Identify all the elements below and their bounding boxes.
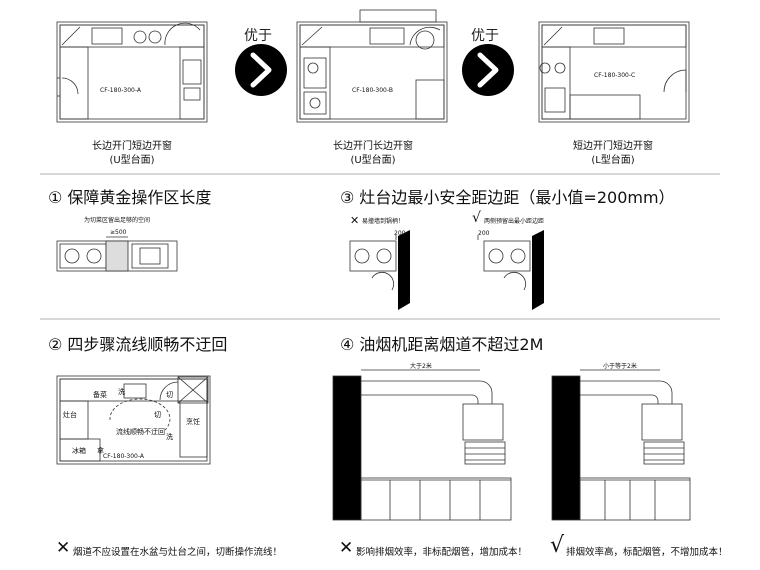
bad-mark-2: ✕ bbox=[339, 538, 354, 558]
better-arrow-1 bbox=[235, 44, 287, 96]
section-4-dim-left: 大于2米 bbox=[410, 363, 432, 370]
section-3-dim-good: 200 bbox=[478, 230, 490, 237]
better-arrow-2 bbox=[462, 44, 514, 96]
wf-label-wash-top: 洗 bbox=[118, 388, 125, 396]
section-3-title: ③ 灶台边最小安全距边距（最小值=200mm） bbox=[340, 188, 675, 207]
section-2-title: ② 四步骤流线顺畅不迂回 bbox=[48, 335, 228, 354]
stove-layout-bad bbox=[349, 235, 397, 291]
section-3-dim-bad: 200 bbox=[394, 230, 406, 237]
counter-layout-s1 bbox=[56, 236, 178, 272]
bottom-note-3: 排烟效率高，标配烟管，不增加成本！ bbox=[566, 547, 728, 558]
wf-label-fridge: 冰箱 bbox=[72, 447, 86, 455]
workflow-floor-plan bbox=[56, 375, 211, 465]
elevation-right bbox=[551, 369, 691, 521]
wf-label-cooking: 烹饪 bbox=[186, 418, 200, 426]
arrow-label-1: 优于 bbox=[244, 28, 272, 44]
elevation-left bbox=[332, 369, 512, 521]
plan-b-code: CF-180-300-B bbox=[352, 87, 393, 94]
plan-a-code: CF-180-300-A bbox=[100, 87, 142, 94]
section-4-dim-right: 小于等于2米 bbox=[603, 363, 637, 370]
wf-label-prep: 备菜 bbox=[93, 391, 107, 399]
section-1-title: ① 保障黄金操作区长度 bbox=[48, 188, 212, 207]
wf-label-take: 拿 bbox=[97, 447, 104, 455]
bad-mark-1: ✕ bbox=[56, 538, 71, 558]
wall-good bbox=[532, 230, 544, 310]
floor-plan-b bbox=[296, 9, 448, 123]
wf-label-wash: 洗 bbox=[166, 433, 173, 441]
wf-label-cut-top: 切 bbox=[166, 391, 173, 399]
plan-c-code: CF-180-300-C bbox=[594, 72, 636, 79]
good-mark-s3: √ bbox=[472, 210, 481, 226]
good-mark-1: √ bbox=[550, 533, 565, 558]
arrow-label-2: 优于 bbox=[471, 28, 499, 44]
wf-label-cut: 切 bbox=[154, 411, 161, 419]
stove-layout-good bbox=[477, 235, 531, 291]
wf-plan-code: CF-180-300-A bbox=[103, 453, 145, 460]
wf-label-flow: 流线顺畅不迂回 bbox=[116, 428, 165, 436]
wf-label-stove: 灶台 bbox=[63, 411, 77, 419]
section-3-good-note: 两侧预留出最小距边距 bbox=[484, 218, 545, 225]
bottom-note-1: 烟道不应设置在水盆与灶台之间，切断操作流线！ bbox=[73, 547, 283, 558]
section-3-bad-note: 易撞墙到锅柄！ bbox=[362, 218, 405, 225]
plan-b-caption: 长边开门长边开窗(U型台面) bbox=[333, 141, 413, 166]
floor-plan-c bbox=[538, 21, 690, 123]
plan-a-caption: 长边开门短边开窗(U型台面) bbox=[92, 141, 172, 166]
section-1-dim: ≥500 bbox=[110, 229, 127, 236]
section-1-note: 为切菜区留出足够的空间 bbox=[84, 217, 151, 224]
section-4-title: ④ 油烟机距离烟道不超过2M bbox=[340, 335, 544, 354]
bad-mark-s3: ✕ bbox=[350, 214, 360, 227]
wall-bad bbox=[398, 230, 410, 310]
floor-plan-a bbox=[56, 21, 208, 123]
bottom-note-2: 影响排烟效率，非标配烟管，增加成本！ bbox=[356, 547, 528, 558]
plan-c-caption: 短边开门短边开窗(L型台面) bbox=[573, 141, 653, 166]
